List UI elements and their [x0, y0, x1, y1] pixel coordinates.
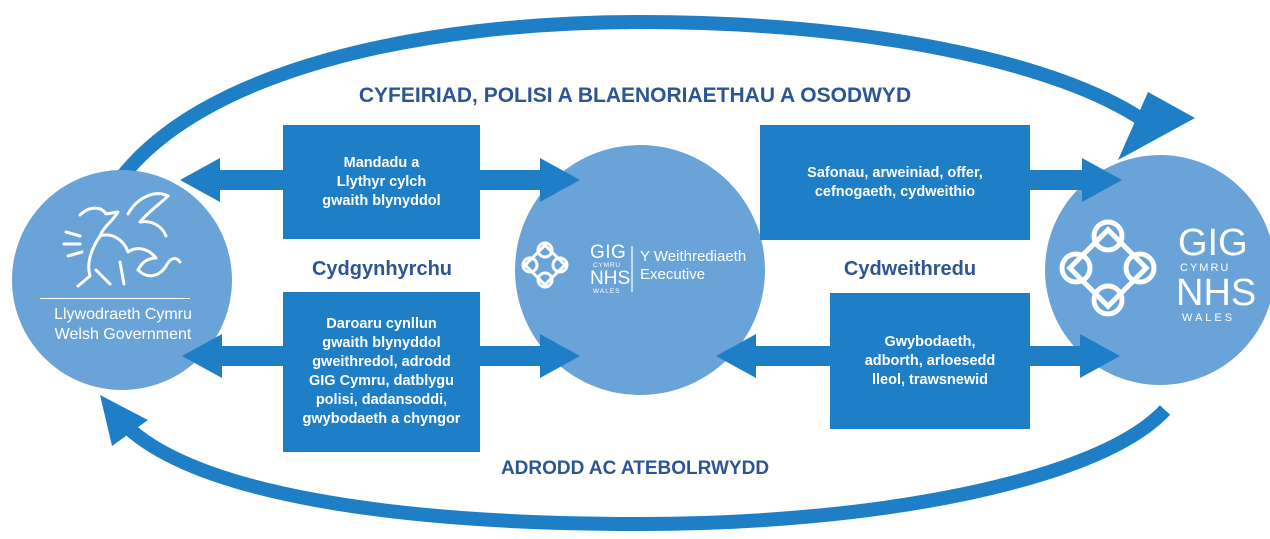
executive-name: Y Weithrediaeth Executive	[640, 248, 747, 283]
welsh-government-logo-line1: Llywodraeth Cymru	[54, 306, 192, 323]
executive-wales: WALES	[593, 288, 621, 295]
bottom-cycle-label: ADRODD AC ATEBOLRWYDD	[500, 458, 770, 479]
welsh-government-logo-rule	[40, 298, 190, 299]
executive-nhs: NHS	[590, 268, 631, 289]
right-mid-label: Cydweithredu	[843, 258, 977, 280]
top-cycle-label: CYFEIRIAD, POLISI A BLAENORIAETHAU A OSO…	[358, 84, 912, 107]
nhs-wales-knot-icon	[1059, 219, 1157, 317]
box-top-right-text: Safonau, arweiniad, offer, cefnogaeth, c…	[807, 164, 983, 200]
welsh-dragon-icon	[62, 192, 182, 288]
nhs-wales-gig: GIG	[1178, 222, 1248, 264]
box-bottom-right	[830, 293, 1030, 429]
welsh-government-logo-line2: Welsh Government	[54, 326, 192, 343]
box-top-left	[283, 125, 480, 239]
box-bottom-left-text: Daroaru cynllun gwaith blynyddol gweithr…	[302, 316, 461, 427]
bottom-cycle-arrowhead	[100, 395, 148, 446]
executive-gig: GIG	[590, 242, 627, 263]
box-bottom-right-text: Gwybodaeth, adborth, arloesedd lleol, tr…	[864, 333, 996, 388]
executive-knot-icon	[521, 241, 569, 289]
executive-circle	[515, 145, 765, 395]
nhs-wales-nhs: NHS	[1176, 272, 1257, 314]
left-mid-label: Cydgynhyrchu	[311, 258, 453, 280]
bottom-cycle-arrow	[114, 405, 1171, 532]
top-cycle-arrow	[112, 14, 1155, 187]
nhs-wales-wales: WALES	[1182, 312, 1236, 324]
box-bottom-left	[283, 292, 480, 452]
nhs-wales-cymru: CYMRU	[1180, 262, 1231, 274]
executive-cymru: CYMRU	[593, 262, 621, 269]
top-cycle-arrowhead	[1118, 92, 1195, 160]
nhs-wales-circle	[1045, 155, 1270, 385]
box-top-left-text: Mandadu a Llythyr cylch gwaith blynyddol	[322, 154, 441, 209]
box-top-right	[760, 125, 1030, 240]
